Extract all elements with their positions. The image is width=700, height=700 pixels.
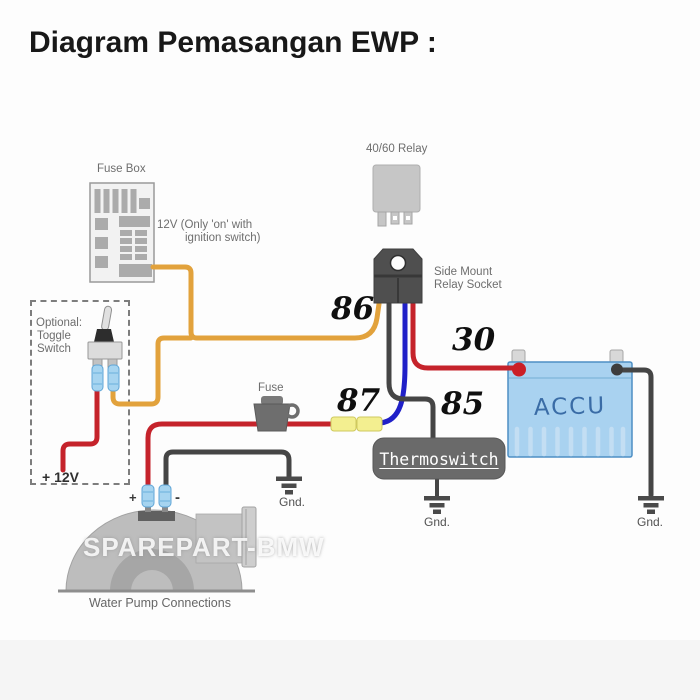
wire-label-86: 86 bbox=[331, 291, 375, 327]
water-pump-icon bbox=[58, 506, 257, 593]
bottom-strip bbox=[0, 640, 700, 700]
wire-85-black bbox=[386, 301, 436, 443]
battery-icon bbox=[507, 349, 633, 458]
pump-plus-sign: + bbox=[129, 490, 137, 505]
wire-30-red bbox=[410, 301, 520, 371]
ignition-note-line1: 12V (Only 'on' with bbox=[157, 219, 253, 231]
relay-label: 40/60 Relay bbox=[366, 143, 428, 155]
supply-12v-label: + 12V bbox=[42, 469, 79, 485]
relay-socket-label-line1: Side Mount bbox=[434, 266, 493, 278]
battery-ground-label: Gnd. bbox=[637, 515, 664, 529]
watermark: SPAREPART-BMW bbox=[83, 532, 325, 562]
optional-label-line2: Toggle bbox=[37, 330, 71, 342]
socket-mount-hole bbox=[389, 254, 407, 272]
thermoswitch-ground-icon bbox=[424, 496, 450, 514]
fuse-box-icon bbox=[89, 182, 155, 283]
page-title: Diagram Pemasangan EWP : bbox=[29, 26, 437, 59]
wire-label-30: 30 bbox=[452, 322, 496, 358]
wire-86-toggle-branch bbox=[110, 335, 194, 407]
wire-battery-ground-black bbox=[619, 367, 654, 498]
wire-pump-negative-black bbox=[163, 449, 292, 492]
wire-pump-positive-red bbox=[145, 421, 381, 492]
thermoswitch-ground-label: Gnd. bbox=[424, 515, 451, 529]
pump-terminals-icon bbox=[138, 484, 175, 521]
thermoswitch-label: Thermoswitch bbox=[379, 449, 499, 469]
relay-socket-label-line2: Relay Socket bbox=[434, 279, 502, 291]
optional-switch-box bbox=[30, 300, 130, 485]
battery-positive-terminal bbox=[512, 362, 526, 377]
thermoswitch-box bbox=[372, 437, 506, 480]
wire-label-85: 85 bbox=[441, 386, 485, 422]
toggle-switch-icon bbox=[87, 305, 123, 392]
relay-socket-icon bbox=[373, 248, 423, 304]
optional-label-line3: Switch bbox=[37, 343, 71, 355]
inline-fuse-holder-icon bbox=[253, 396, 300, 432]
ignition-note-line2: ignition switch) bbox=[185, 232, 261, 244]
wire-toggle-supply-red bbox=[60, 386, 100, 473]
pump-ground-icon bbox=[276, 476, 302, 495]
battery-label: ACCU bbox=[533, 393, 607, 421]
fuse-box-label: Fuse Box bbox=[97, 163, 146, 175]
water-pump-label: Water Pump Connections bbox=[89, 596, 231, 610]
wire-label-87: 87 bbox=[337, 383, 381, 419]
pump-minus-sign: - bbox=[175, 489, 180, 506]
relay-icon bbox=[372, 164, 421, 227]
inline-fuse-label: Fuse bbox=[258, 382, 284, 394]
battery-negative-terminal bbox=[611, 363, 623, 376]
optional-label-line1: Optional: bbox=[36, 317, 83, 329]
pump-ground-label: Gnd. bbox=[279, 495, 306, 509]
butt-connectors-icon bbox=[330, 416, 383, 432]
battery-ground-icon bbox=[638, 496, 664, 514]
